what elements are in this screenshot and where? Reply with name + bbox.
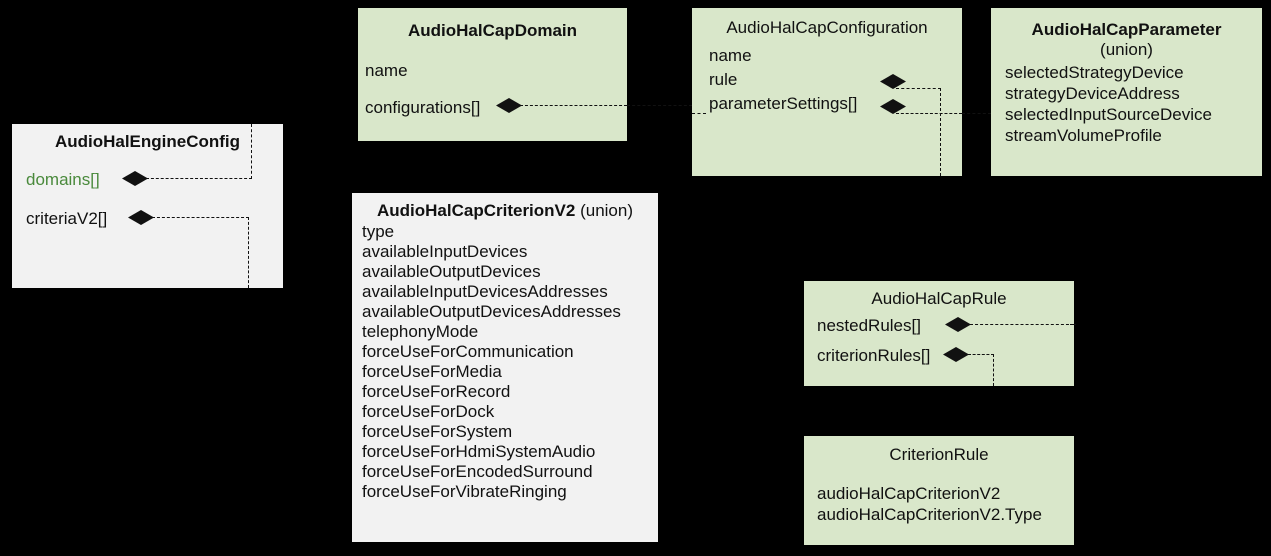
attribute-available-output-devices: availableOutputDevices <box>362 262 541 281</box>
attribute-name: name <box>709 46 752 65</box>
attribute-force-use-for-dock: forceUseForDock <box>362 402 495 421</box>
class-box-criterion-rule: CriterionRule audioHalCapCriterionV2 aud… <box>804 436 1074 545</box>
composition-diamond-configurations <box>496 98 522 113</box>
attribute-telephony-mode: telephonyMode <box>362 322 479 341</box>
composition-diamond-nested-rules <box>945 317 971 332</box>
class-box-audio-hal-engine-config: AudioHalEngineConfig domains[] criteriaV… <box>12 124 283 288</box>
connector-criterion-rules-vertical <box>993 354 994 386</box>
attribute-available-output-devices-addresses: availableOutputDevicesAddresses <box>362 302 621 321</box>
class-title-audio-hal-cap-configuration: AudioHalCapConfiguration <box>726 18 928 37</box>
attribute-force-use-for-system: forceUseForSystem <box>362 422 513 441</box>
attribute-audio-hal-cap-criterion-v2-type: audioHalCapCriterionV2.Type <box>817 505 1042 524</box>
attribute-strategy-device-address: strategyDeviceAddress <box>1005 84 1180 103</box>
attribute-force-use-for-encoded-surround: forceUseForEncodedSurround <box>362 462 593 481</box>
composition-diamond-criteria-v2 <box>128 210 154 225</box>
class-title-audio-hal-engine-config: AudioHalEngineConfig <box>54 132 241 151</box>
composition-diamond-parameter-settings <box>880 99 906 114</box>
composition-diamond-rule <box>880 74 906 89</box>
attribute-force-use-for-record: forceUseForRecord <box>362 382 511 401</box>
class-title-text: AudioHalCapCriterionV2 <box>376 201 576 220</box>
class-title-audio-hal-cap-domain: AudioHalCapDomain <box>407 21 578 40</box>
attribute-selected-strategy-device: selectedStrategyDevice <box>1005 63 1184 82</box>
connector-criteria-v2-horizontal <box>152 217 249 218</box>
connector-parameter-settings-horizontal <box>896 113 962 114</box>
connector-criteria-v2-vertical <box>248 217 249 288</box>
connector-parameter-settings-gap <box>962 113 991 114</box>
attribute-force-use-for-vibrate-ringing: forceUseForVibrateRinging <box>362 482 567 501</box>
attribute-audio-hal-cap-criterion-v2: audioHalCapCriterionV2 <box>817 484 1001 503</box>
class-box-audio-hal-cap-configuration: AudioHalCapConfiguration name rule param… <box>692 8 962 176</box>
connector-criterion-rules-horizontal <box>968 354 994 355</box>
connector-parameter-settings-entry <box>692 113 706 114</box>
attribute-force-use-for-media: forceUseForMedia <box>362 362 502 381</box>
class-title-audio-hal-cap-criterion-v2: AudioHalCapCriterionV2 (union) <box>352 201 658 221</box>
attribute-domains: domains[] <box>26 170 100 189</box>
connector-nested-rules-gap <box>1070 324 1076 325</box>
connector-configurations-horizontal <box>520 105 627 106</box>
connector-rule-vertical <box>940 88 941 176</box>
class-title-text: AudioHalCapParameter <box>1031 20 1222 39</box>
attribute-criterion-rules: criterionRules[] <box>817 346 931 365</box>
class-box-audio-hal-cap-rule: AudioHalCapRule nestedRules[] criterionR… <box>804 281 1074 386</box>
composition-diamond-criterion-rules <box>943 347 969 362</box>
attribute-rule: rule <box>709 70 738 89</box>
composition-diamond-domains <box>122 171 148 186</box>
attribute-nested-rules: nestedRules[] <box>817 316 921 335</box>
connector-nested-rules-horizontal <box>970 324 1074 325</box>
attribute-configurations: configurations[] <box>365 98 481 117</box>
class-title-union-suffix: (union) <box>580 201 633 220</box>
class-box-audio-hal-cap-criterion-v2: AudioHalCapCriterionV2 (union) type avai… <box>352 193 658 542</box>
connector-configurations-gap <box>627 105 692 106</box>
class-subtitle-union: (union) <box>1100 40 1153 59</box>
attribute-stream-volume-profile: streamVolumeProfile <box>1005 126 1162 145</box>
attribute-force-use-for-hdmi-system-audio: forceUseForHdmiSystemAudio <box>362 442 596 461</box>
connector-domains-horizontal <box>146 178 252 179</box>
connector-domains-vertical <box>251 124 252 179</box>
attribute-selected-input-source-device: selectedInputSourceDevice <box>1005 105 1212 124</box>
class-title-audio-hal-cap-rule: AudioHalCapRule <box>871 289 1007 308</box>
attribute-name: name <box>365 61 408 80</box>
attribute-force-use-for-communication: forceUseForCommunication <box>362 342 574 361</box>
attribute-available-input-devices-addresses: availableInputDevicesAddresses <box>362 282 608 301</box>
attribute-parameter-settings: parameterSettings[] <box>709 94 858 113</box>
class-title-audio-hal-cap-parameter: AudioHalCapParameter <box>991 20 1262 40</box>
class-title-criterion-rule: CriterionRule <box>889 445 989 464</box>
connector-rule-horizontal <box>896 88 941 89</box>
attribute-criteria-v2: criteriaV2[] <box>26 209 108 228</box>
attribute-type: type <box>362 222 395 241</box>
class-box-audio-hal-cap-parameter: AudioHalCapParameter (union) selectedStr… <box>991 8 1262 176</box>
attribute-available-input-devices: availableInputDevices <box>362 242 528 261</box>
class-box-audio-hal-cap-domain: AudioHalCapDomain name configurations[] <box>358 8 627 141</box>
